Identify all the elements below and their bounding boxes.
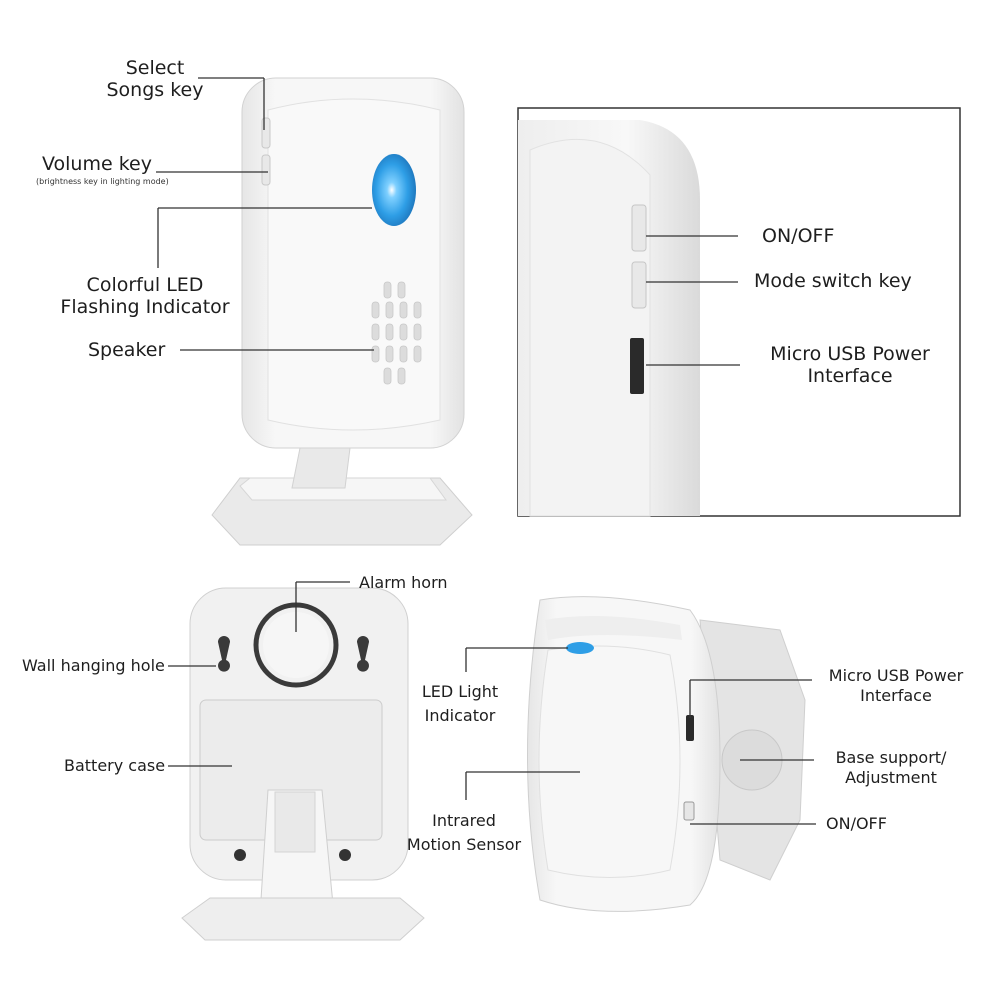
micro-usb-label-zoom: Micro USB Power Interface xyxy=(770,343,930,387)
motion-sensor-device xyxy=(527,596,806,912)
wall-hanging-hole-label: Wall hanging hole xyxy=(22,656,165,675)
leader-lines xyxy=(156,77,816,825)
led-light-indicator-label: LED Light Indicator xyxy=(421,682,499,725)
volume-key-note: (brightness key in lighting mode) xyxy=(36,177,169,186)
colorful-led-label: Colorful LED Flashing Indicator xyxy=(60,274,230,318)
micro-usb-label-sensor: Micro USB Power Interface xyxy=(828,666,964,705)
motion-sensor-label: Intrared Motion Sensor xyxy=(406,811,522,854)
alarm-horn-label: Alarm horn xyxy=(359,573,448,592)
on-off-label-zoom: ON/OFF xyxy=(762,225,835,247)
base-support-label: Base support/ Adjustment xyxy=(835,748,947,787)
volume-key-label: Volume key xyxy=(42,153,152,175)
receiver-back-device xyxy=(181,587,425,941)
select-songs-key-label: Select Songs key xyxy=(106,57,204,101)
speaker-label: Speaker xyxy=(88,339,166,361)
on-off-label-sensor: ON/OFF xyxy=(826,814,887,833)
receiver-front-device xyxy=(211,77,473,546)
receiver-side-zoom xyxy=(517,107,961,517)
battery-case-label: Battery case xyxy=(64,756,166,775)
mode-switch-key-label: Mode switch key xyxy=(754,270,912,292)
